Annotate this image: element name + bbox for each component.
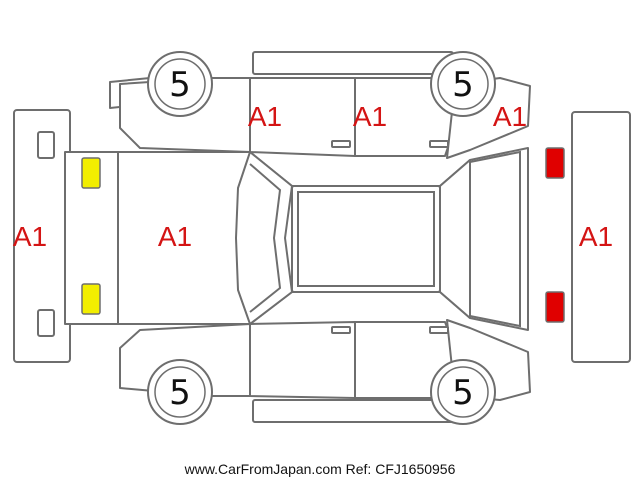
footer-reference: www.CarFromJapan.com Ref: CFJ1650956 — [184, 461, 456, 477]
front-light-left — [81, 157, 101, 189]
tire-left-front: 5 — [147, 51, 213, 117]
tire-left-rear-value: 5 — [452, 65, 474, 105]
damage-left-rear-door: A1 — [353, 101, 387, 132]
tire-left-rear: 5 — [430, 51, 496, 117]
damage-hood: A1 — [158, 221, 192, 252]
front-light-right — [81, 283, 101, 315]
tire-right-rear: 5 — [430, 359, 496, 425]
tire-right-front: 5 — [147, 359, 213, 425]
rear-lights — [545, 147, 565, 323]
damage-front-bumper: A1 — [13, 221, 47, 252]
car-body-top-view — [64, 147, 529, 331]
rear-light-left — [545, 147, 565, 179]
rear-bumper — [571, 111, 631, 363]
tire-right-front-value: 5 — [169, 373, 191, 413]
front-lights — [81, 157, 101, 315]
damage-left-front-door: A1 — [248, 101, 282, 132]
tire-left-front-value: 5 — [169, 65, 191, 105]
damage-left-rear-quarter: A1 — [493, 101, 527, 132]
tire-right-rear-value: 5 — [452, 373, 474, 413]
damage-rear-bumper: A1 — [579, 221, 613, 252]
rear-light-right — [545, 291, 565, 323]
